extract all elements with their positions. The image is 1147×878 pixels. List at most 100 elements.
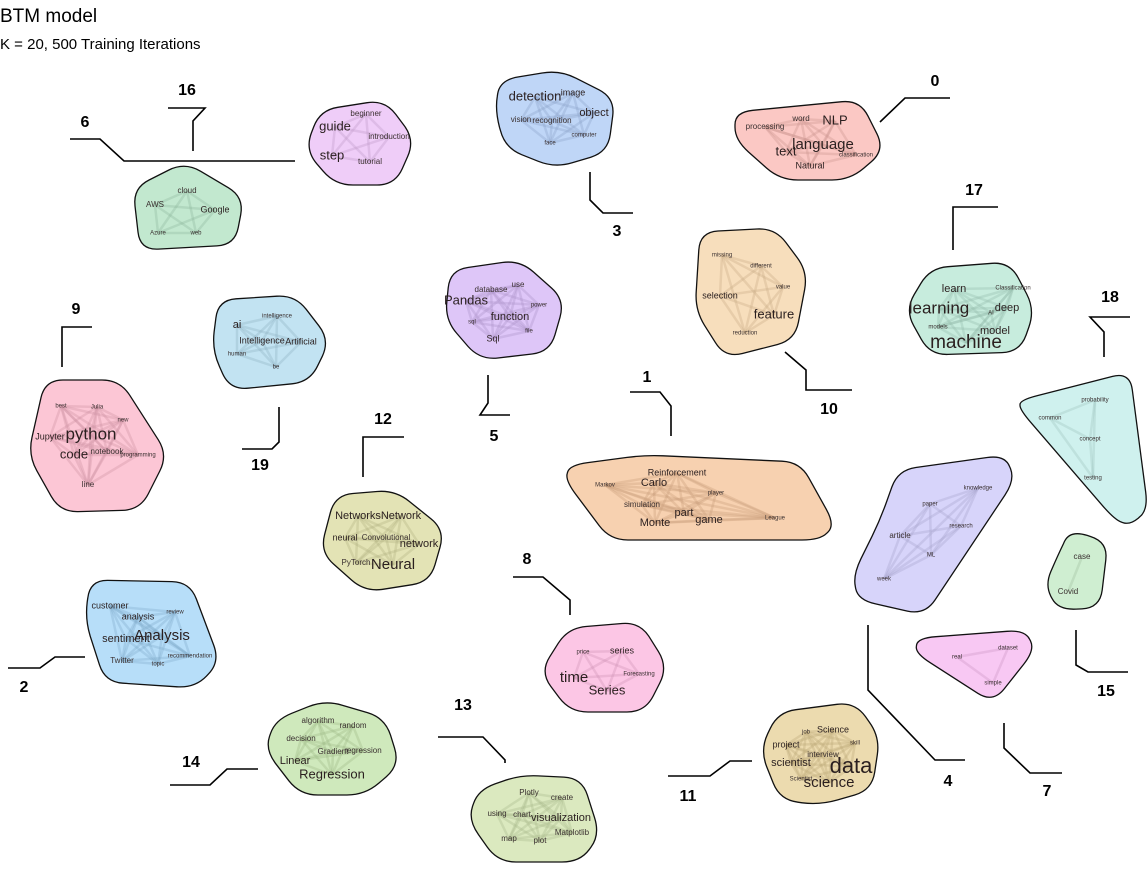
topic-1-edge — [708, 516, 776, 522]
topic-2-edge — [157, 654, 191, 666]
topic-1-edge — [654, 511, 685, 525]
topic-9: pythoncodeJupyternotebooklineJuliabestne… — [30, 379, 165, 513]
topic-1-term-monte: Monte — [640, 517, 671, 529]
topic-9-edge — [60, 405, 92, 436]
topic-13-leader-line — [438, 736, 506, 763]
topic-19-leader-line — [242, 407, 280, 450]
topic-15-edge — [1066, 556, 1084, 593]
topic-13-term-create: create — [551, 793, 574, 802]
topic-0-term-natural: Natural — [795, 160, 824, 170]
topic-9-edge — [89, 406, 99, 436]
topic-7-id-label: 7 — [1043, 783, 1052, 800]
topic-5-edge — [489, 289, 512, 318]
topic-11-term-job: job — [801, 730, 811, 736]
topic-8-term-series: Series — [589, 682, 626, 697]
topic-16-leader-line — [168, 107, 207, 151]
topic-4-edge — [929, 502, 962, 528]
topic-16-edge — [364, 113, 372, 163]
topic-5-edge — [490, 288, 540, 307]
topic-11-edge — [784, 744, 803, 780]
topic-6-edge — [195, 209, 216, 234]
topic-13-edge — [508, 797, 563, 840]
topic-9-edge — [86, 406, 99, 486]
topic-11-edge — [790, 753, 824, 765]
topic-11-edge — [790, 761, 830, 785]
topic-12-term-convolutional: Convolutional — [362, 533, 411, 542]
topic-5-term-database: database — [475, 285, 508, 294]
topic-9-edges — [48, 404, 140, 487]
topic-13-edges — [495, 791, 574, 843]
topic-4-edge — [882, 535, 902, 580]
topic-5-term-file: file — [525, 329, 533, 335]
topic-17-edge — [993, 307, 1009, 332]
topic-1-edge — [652, 482, 657, 524]
topic-5-edges — [464, 283, 541, 341]
topic-5-id-label: 5 — [490, 428, 499, 445]
topic-17-edge — [965, 312, 992, 344]
topic-9-edge — [73, 418, 124, 457]
topic-14-edge — [293, 738, 303, 762]
topic-16-term-tutorial: tutorial — [358, 157, 382, 166]
topic-10-edge — [720, 254, 747, 334]
topic-13-edge — [559, 817, 574, 834]
topic-2-edge — [125, 634, 163, 641]
topic-18-edge — [1091, 399, 1097, 479]
topic-11-edge — [800, 754, 824, 780]
topic-4-term-ml: ML — [927, 553, 936, 559]
topic-0-term-nlp: NLP — [822, 112, 847, 127]
topic-7-term-dataset: dataset — [998, 646, 1018, 652]
topic-1-term-markov: Markov — [595, 483, 615, 489]
topic-5-edge — [471, 303, 540, 324]
topic-3-leader-line — [589, 172, 633, 214]
topic-1-edge — [675, 472, 711, 521]
topic-3-term-computer: computer — [571, 133, 596, 139]
topic-17-edge — [990, 287, 1014, 314]
topic-12-term-neural: neural — [332, 532, 357, 542]
topic-3-edge — [520, 118, 553, 123]
topic-0-term-classification: classification — [839, 153, 873, 159]
topic-13-edge — [496, 812, 523, 817]
topic-17: machinelearninglearndeepmodelClassificat… — [909, 262, 1033, 356]
topic-1-edge — [604, 481, 655, 487]
topic-6-term-google: Google — [200, 204, 229, 214]
topic-3-edge — [534, 91, 574, 99]
topic-13-edge — [496, 812, 573, 835]
topic-17-term-deep: deep — [995, 302, 1019, 314]
topic-13-edge — [527, 792, 542, 842]
topic-2-edge — [137, 610, 176, 619]
topic-3-term-image: image — [561, 87, 586, 97]
topic-1-term-part: part — [675, 507, 694, 519]
topic-13-edge — [560, 797, 574, 834]
topic-18-edges — [1048, 398, 1097, 479]
topic-17-edge — [938, 308, 967, 344]
topic-2-edge — [137, 616, 191, 657]
topic-3-edge — [520, 119, 551, 144]
topic-17-edge — [953, 288, 996, 332]
topic-10-term-reduction: reduction — [733, 331, 758, 337]
topic-19-term-human: human — [228, 352, 246, 358]
topic-9-edge — [49, 405, 98, 439]
topic-10-edge — [718, 295, 747, 334]
topic-16-edge — [334, 125, 390, 139]
topic-0-edge — [764, 119, 836, 129]
topic-11-term-science: science — [804, 774, 855, 791]
topic-14-term-linear: Linear — [280, 755, 311, 767]
topic-2-edges — [108, 604, 192, 666]
topic-3-term-face: face — [544, 141, 556, 147]
topic-13-edge — [528, 792, 562, 819]
topic-12-edge — [399, 515, 421, 545]
topic-1-edge — [640, 482, 656, 506]
topic-6-id-label: 6 — [81, 114, 90, 131]
topic-0-term-language: language — [792, 136, 854, 153]
topic-16-edge — [330, 126, 337, 157]
topic-9-edge — [49, 418, 124, 439]
topic-11-hull — [762, 703, 879, 805]
topic-3-edge — [520, 91, 574, 122]
topic-5-term-use: use — [512, 280, 525, 289]
topic-9-edge — [60, 404, 124, 422]
topic-4-edge — [930, 525, 962, 556]
